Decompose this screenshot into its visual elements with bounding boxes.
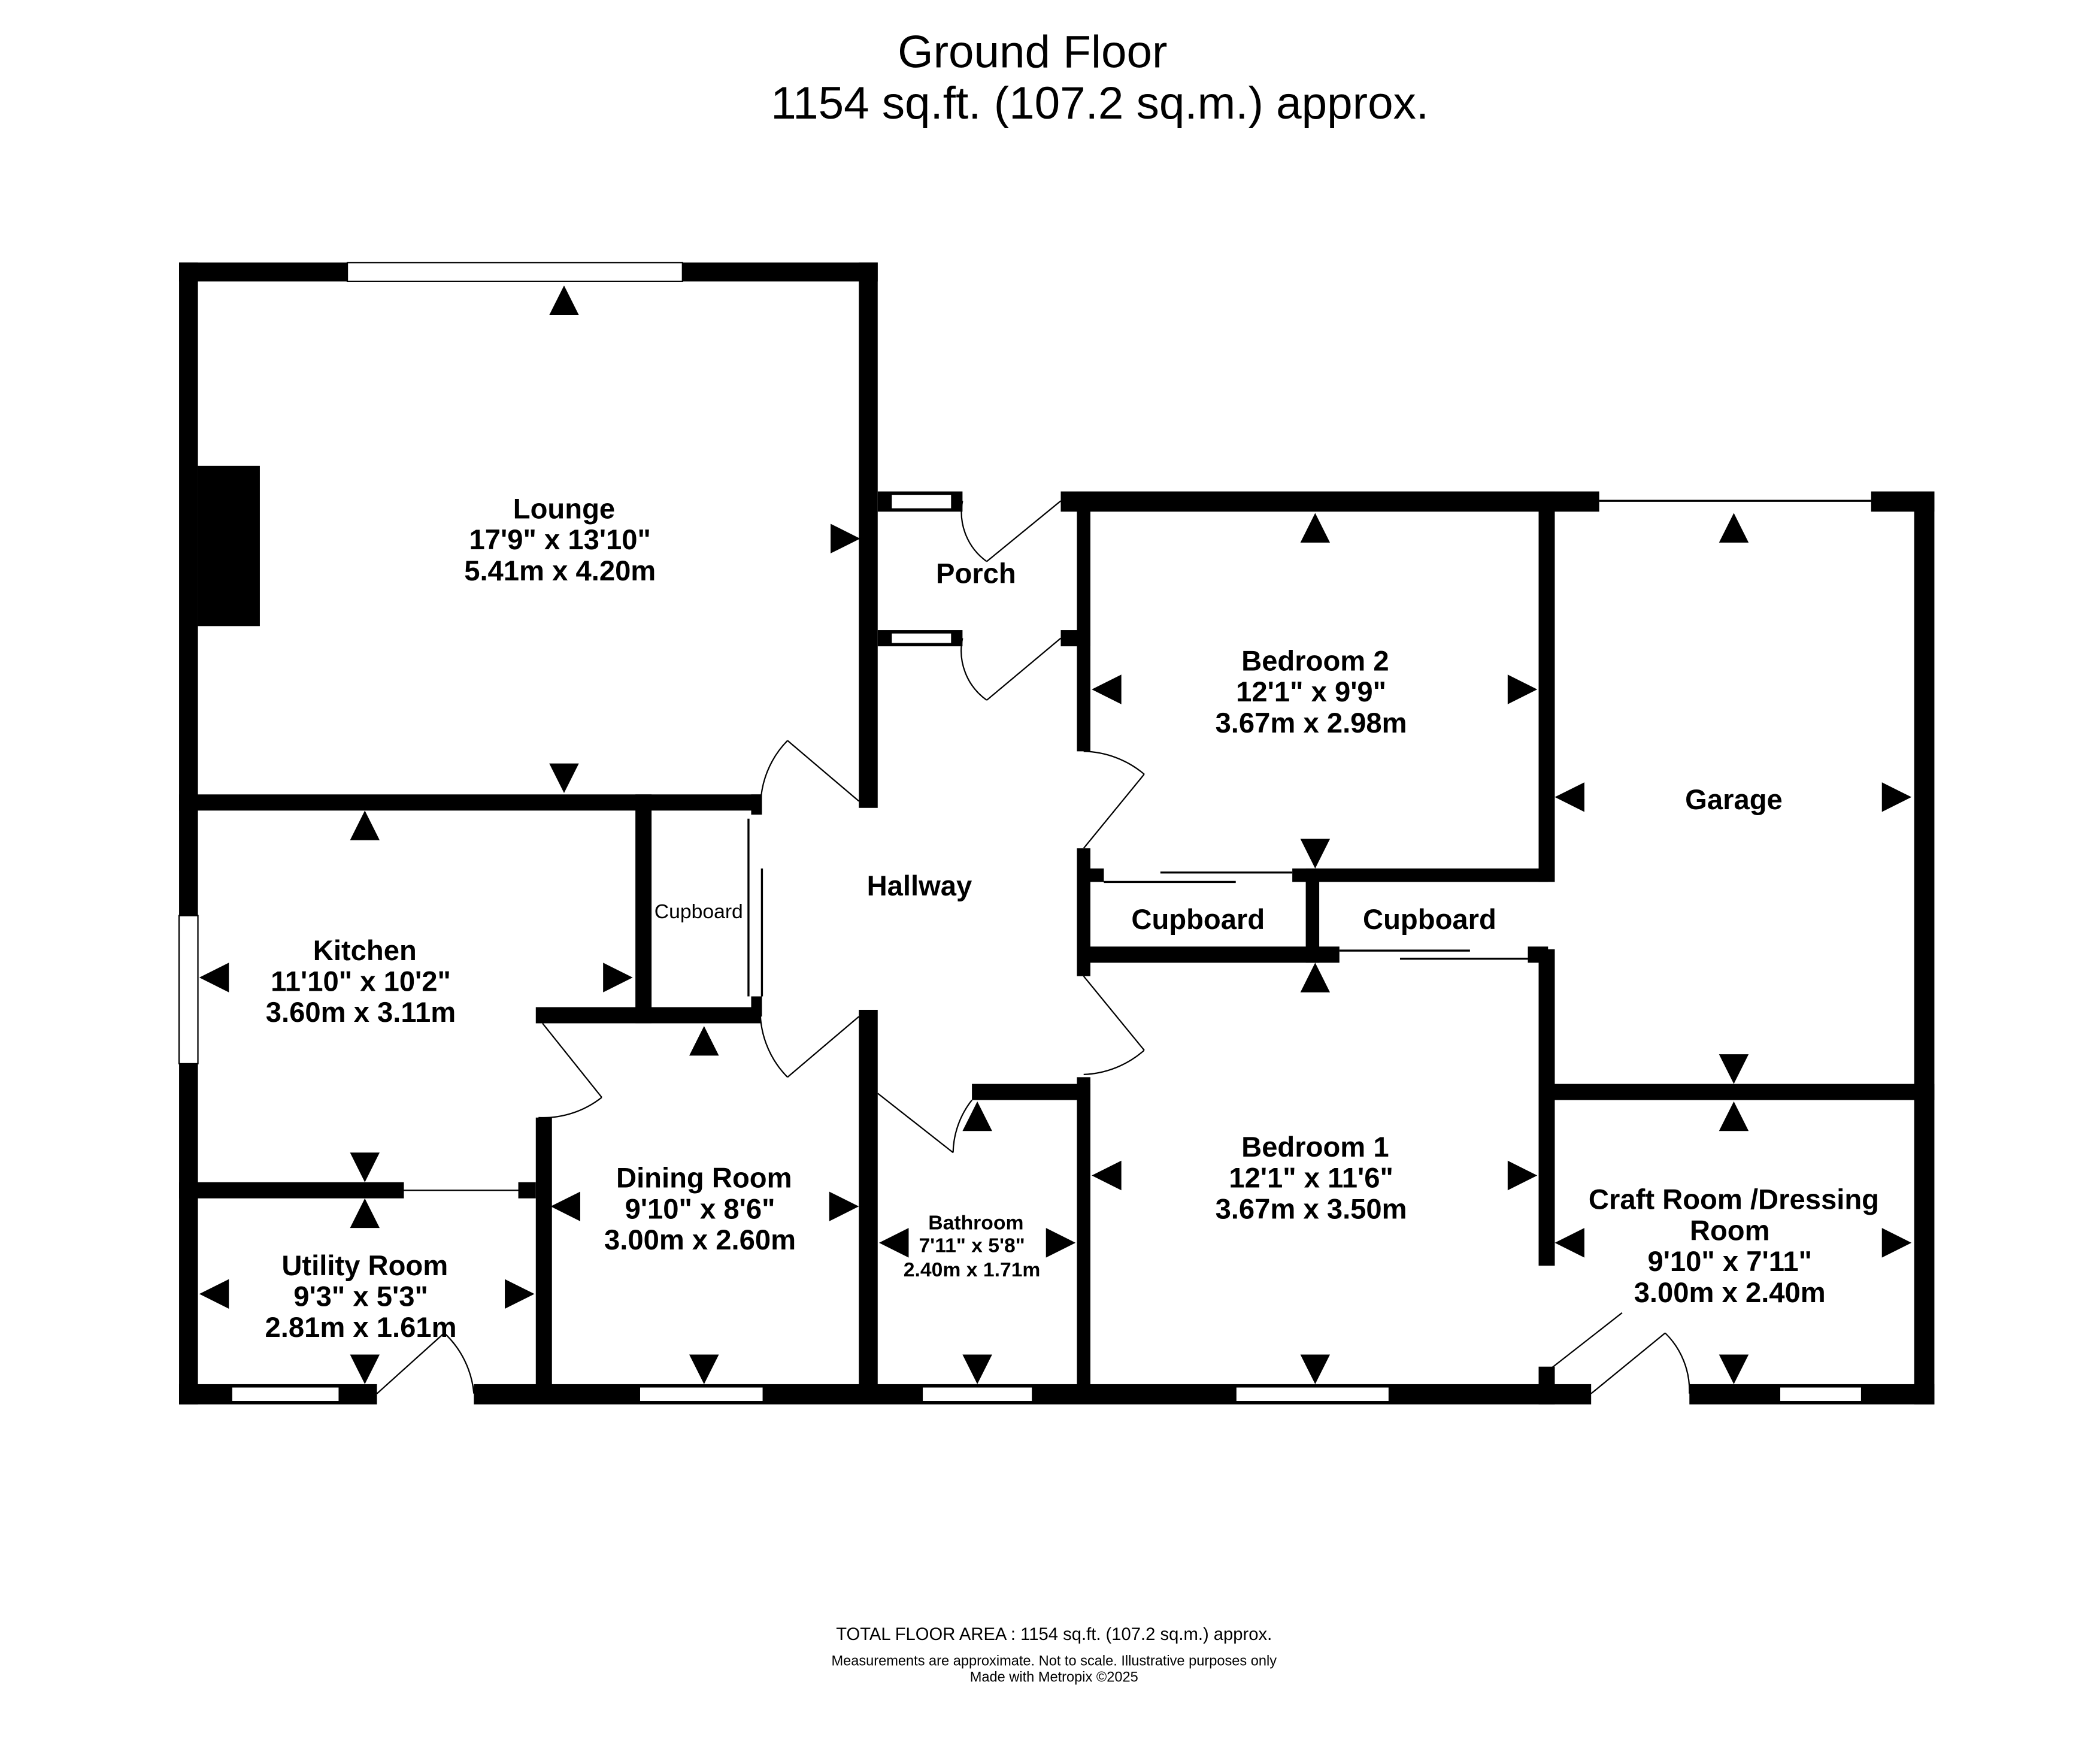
- walls: [178, 262, 1935, 1405]
- room-imperial: 12'1" x 11'6": [1229, 1163, 1393, 1194]
- room-metric: 2.81m x 1.61m: [265, 1312, 457, 1343]
- room-metric: 3.00m x 2.40m: [1634, 1277, 1826, 1309]
- room-name: Dining Room: [616, 1163, 792, 1194]
- room-metric: 5.41m x 4.20m: [464, 555, 656, 587]
- room-metric: 3.67m x 2.98m: [1216, 707, 1407, 739]
- room-metric: 2.40m x 1.71m: [904, 1258, 1041, 1281]
- footer-disclaimer: Measurements are approximate. Not to sca…: [831, 1654, 1277, 1669]
- room-name-2: Room: [1690, 1215, 1770, 1246]
- room-hallway: Hallway: [867, 870, 972, 902]
- plan-area: 1154 sq.ft. (107.2 sq.m.) approx.: [771, 78, 1429, 129]
- plan-title: Ground Floor: [898, 26, 1167, 77]
- room-name: Kitchen: [313, 935, 417, 967]
- room-name: Craft Room /Dressing: [1589, 1184, 1879, 1216]
- kitchen-window: [178, 915, 199, 1065]
- footer-credit: Made with Metropix ©2025: [970, 1670, 1138, 1685]
- footer-total: TOTAL FLOOR AREA : 1154 sq.ft. (107.2 sq…: [836, 1625, 1272, 1644]
- room-bedroom-1: Bedroom 1 12'1" x 11'6" 3.67m x 3.50m: [1216, 1131, 1407, 1225]
- bathroom-window: [921, 1386, 1034, 1403]
- room-metric: 3.67m x 3.50m: [1216, 1193, 1407, 1225]
- room-imperial: 9'10" x 7'11": [1647, 1246, 1812, 1278]
- porch-inner-window: [890, 632, 953, 644]
- room-imperial: 17'9" x 13'10": [469, 524, 651, 556]
- room-utility: Utility Room 9'3" x 5'3" 2.81m x 1.61m: [265, 1250, 457, 1343]
- room-cupboard-left: Cupboard: [1131, 904, 1265, 936]
- room-garage: Garage: [1685, 784, 1783, 816]
- utility-window: [231, 1386, 340, 1403]
- room-name: Bedroom 2: [1241, 645, 1389, 677]
- room-bathroom: Bathroom 7'11" x 5'8" 2.40m x 1.71m: [904, 1211, 1041, 1281]
- room-name: Bedroom 1: [1241, 1131, 1389, 1163]
- porch-window: [890, 493, 953, 510]
- dining-window: [638, 1386, 764, 1403]
- lounge-window: [346, 262, 683, 282]
- room-name: Bathroom: [928, 1211, 1023, 1234]
- room-imperial: 11'10" x 10'2": [271, 966, 451, 998]
- room-imperial: 12'1" x 9'9": [1236, 676, 1386, 708]
- room-dining: Dining Room 9'10" x 8'6" 3.00m x 2.60m: [604, 1163, 796, 1256]
- room-kitchen: Kitchen 11'10" x 10'2" 3.60m x 3.11m: [266, 935, 456, 1028]
- room-metric: 3.00m x 2.60m: [604, 1224, 796, 1256]
- room-metric: 3.60m x 3.11m: [266, 997, 456, 1028]
- room-porch: Porch: [936, 558, 1016, 589]
- chimney-breast: [198, 465, 260, 627]
- doors: [376, 500, 1690, 1394]
- room-cupboard-right: Cupboard: [1363, 904, 1496, 936]
- room-craft: Craft Room /Dressing Room 9'10" x 7'11" …: [1589, 1184, 1879, 1309]
- room-name: Utility Room: [281, 1250, 448, 1282]
- room-imperial: 7'11" x 5'8": [919, 1234, 1025, 1257]
- room-imperial: 9'3" x 5'3": [293, 1281, 428, 1313]
- room-bedroom-2: Bedroom 2 12'1" x 9'9" 3.67m x 2.98m: [1216, 645, 1407, 739]
- room-imperial: 9'10" x 8'6": [625, 1193, 775, 1225]
- room-name: Lounge: [513, 493, 615, 525]
- room-lounge: Lounge 17'9" x 13'10" 5.41m x 4.20m: [464, 493, 656, 586]
- craft-window: [1778, 1386, 1863, 1403]
- room-cupboard-small: Cupboard: [654, 900, 743, 923]
- bedroom1-window: [1235, 1386, 1390, 1403]
- dimension-arrows: [199, 285, 1912, 1384]
